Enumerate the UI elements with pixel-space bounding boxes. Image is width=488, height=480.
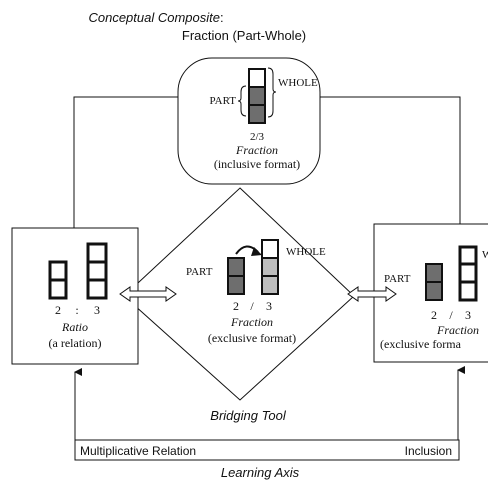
left-box [11, 227, 139, 365]
right-num-2: 2 [431, 308, 437, 322]
top-format: (inclusive format) [214, 157, 300, 171]
right-sep: / [449, 308, 453, 322]
right-name: Fraction [436, 323, 479, 337]
left-desc: (a relation) [49, 336, 102, 350]
center-name: Fraction [230, 315, 273, 329]
axis-left-label: Multiplicative Relation [80, 444, 196, 458]
center-format: (exclusive format) [208, 331, 296, 345]
learning-axis-title: Learning Axis [221, 465, 300, 480]
top-name: Fraction [235, 143, 278, 157]
right-format: (exclusive forma [380, 337, 462, 351]
center-whole-label: WHOLE [286, 246, 326, 258]
center-part-label: PART [186, 266, 213, 278]
title-line2: Fraction (Part-Whole) [182, 28, 306, 43]
left-sep: : [75, 303, 78, 317]
right-fraction-bars [425, 245, 478, 302]
right-part-label: PART [384, 273, 411, 285]
top-whole-label: WHOLE [278, 77, 318, 89]
center-sep: / [250, 299, 254, 313]
top-whole-brace [267, 67, 277, 118]
left-num-3: 3 [94, 303, 100, 317]
top-fraction-bar [248, 68, 266, 124]
center-num-3: 3 [266, 299, 272, 313]
left-ratio-bars [48, 242, 108, 300]
axis-right-label: Inclusion [405, 444, 452, 458]
left-num-2: 2 [55, 303, 61, 317]
connector-lines [73, 96, 461, 228]
left-double-arrow [119, 286, 177, 302]
center-fraction-bars [227, 239, 279, 295]
bridging-tool-label: Bridging Tool [210, 408, 287, 423]
title-line1: Conceptual Composite [88, 10, 220, 25]
right-whole-label: W [482, 249, 488, 261]
top-value: 2/3 [250, 131, 265, 143]
right-double-arrow [347, 286, 397, 302]
title-colon: : [220, 10, 224, 25]
left-name: Ratio [61, 320, 88, 334]
center-num-2: 2 [233, 299, 239, 313]
right-num-3: 3 [465, 308, 471, 322]
top-part-brace [237, 85, 247, 117]
center-arrow-head [251, 247, 262, 256]
learning-axis [74, 366, 465, 461]
top-part-label: PART [210, 95, 237, 107]
bridging-diamond [123, 187, 355, 401]
